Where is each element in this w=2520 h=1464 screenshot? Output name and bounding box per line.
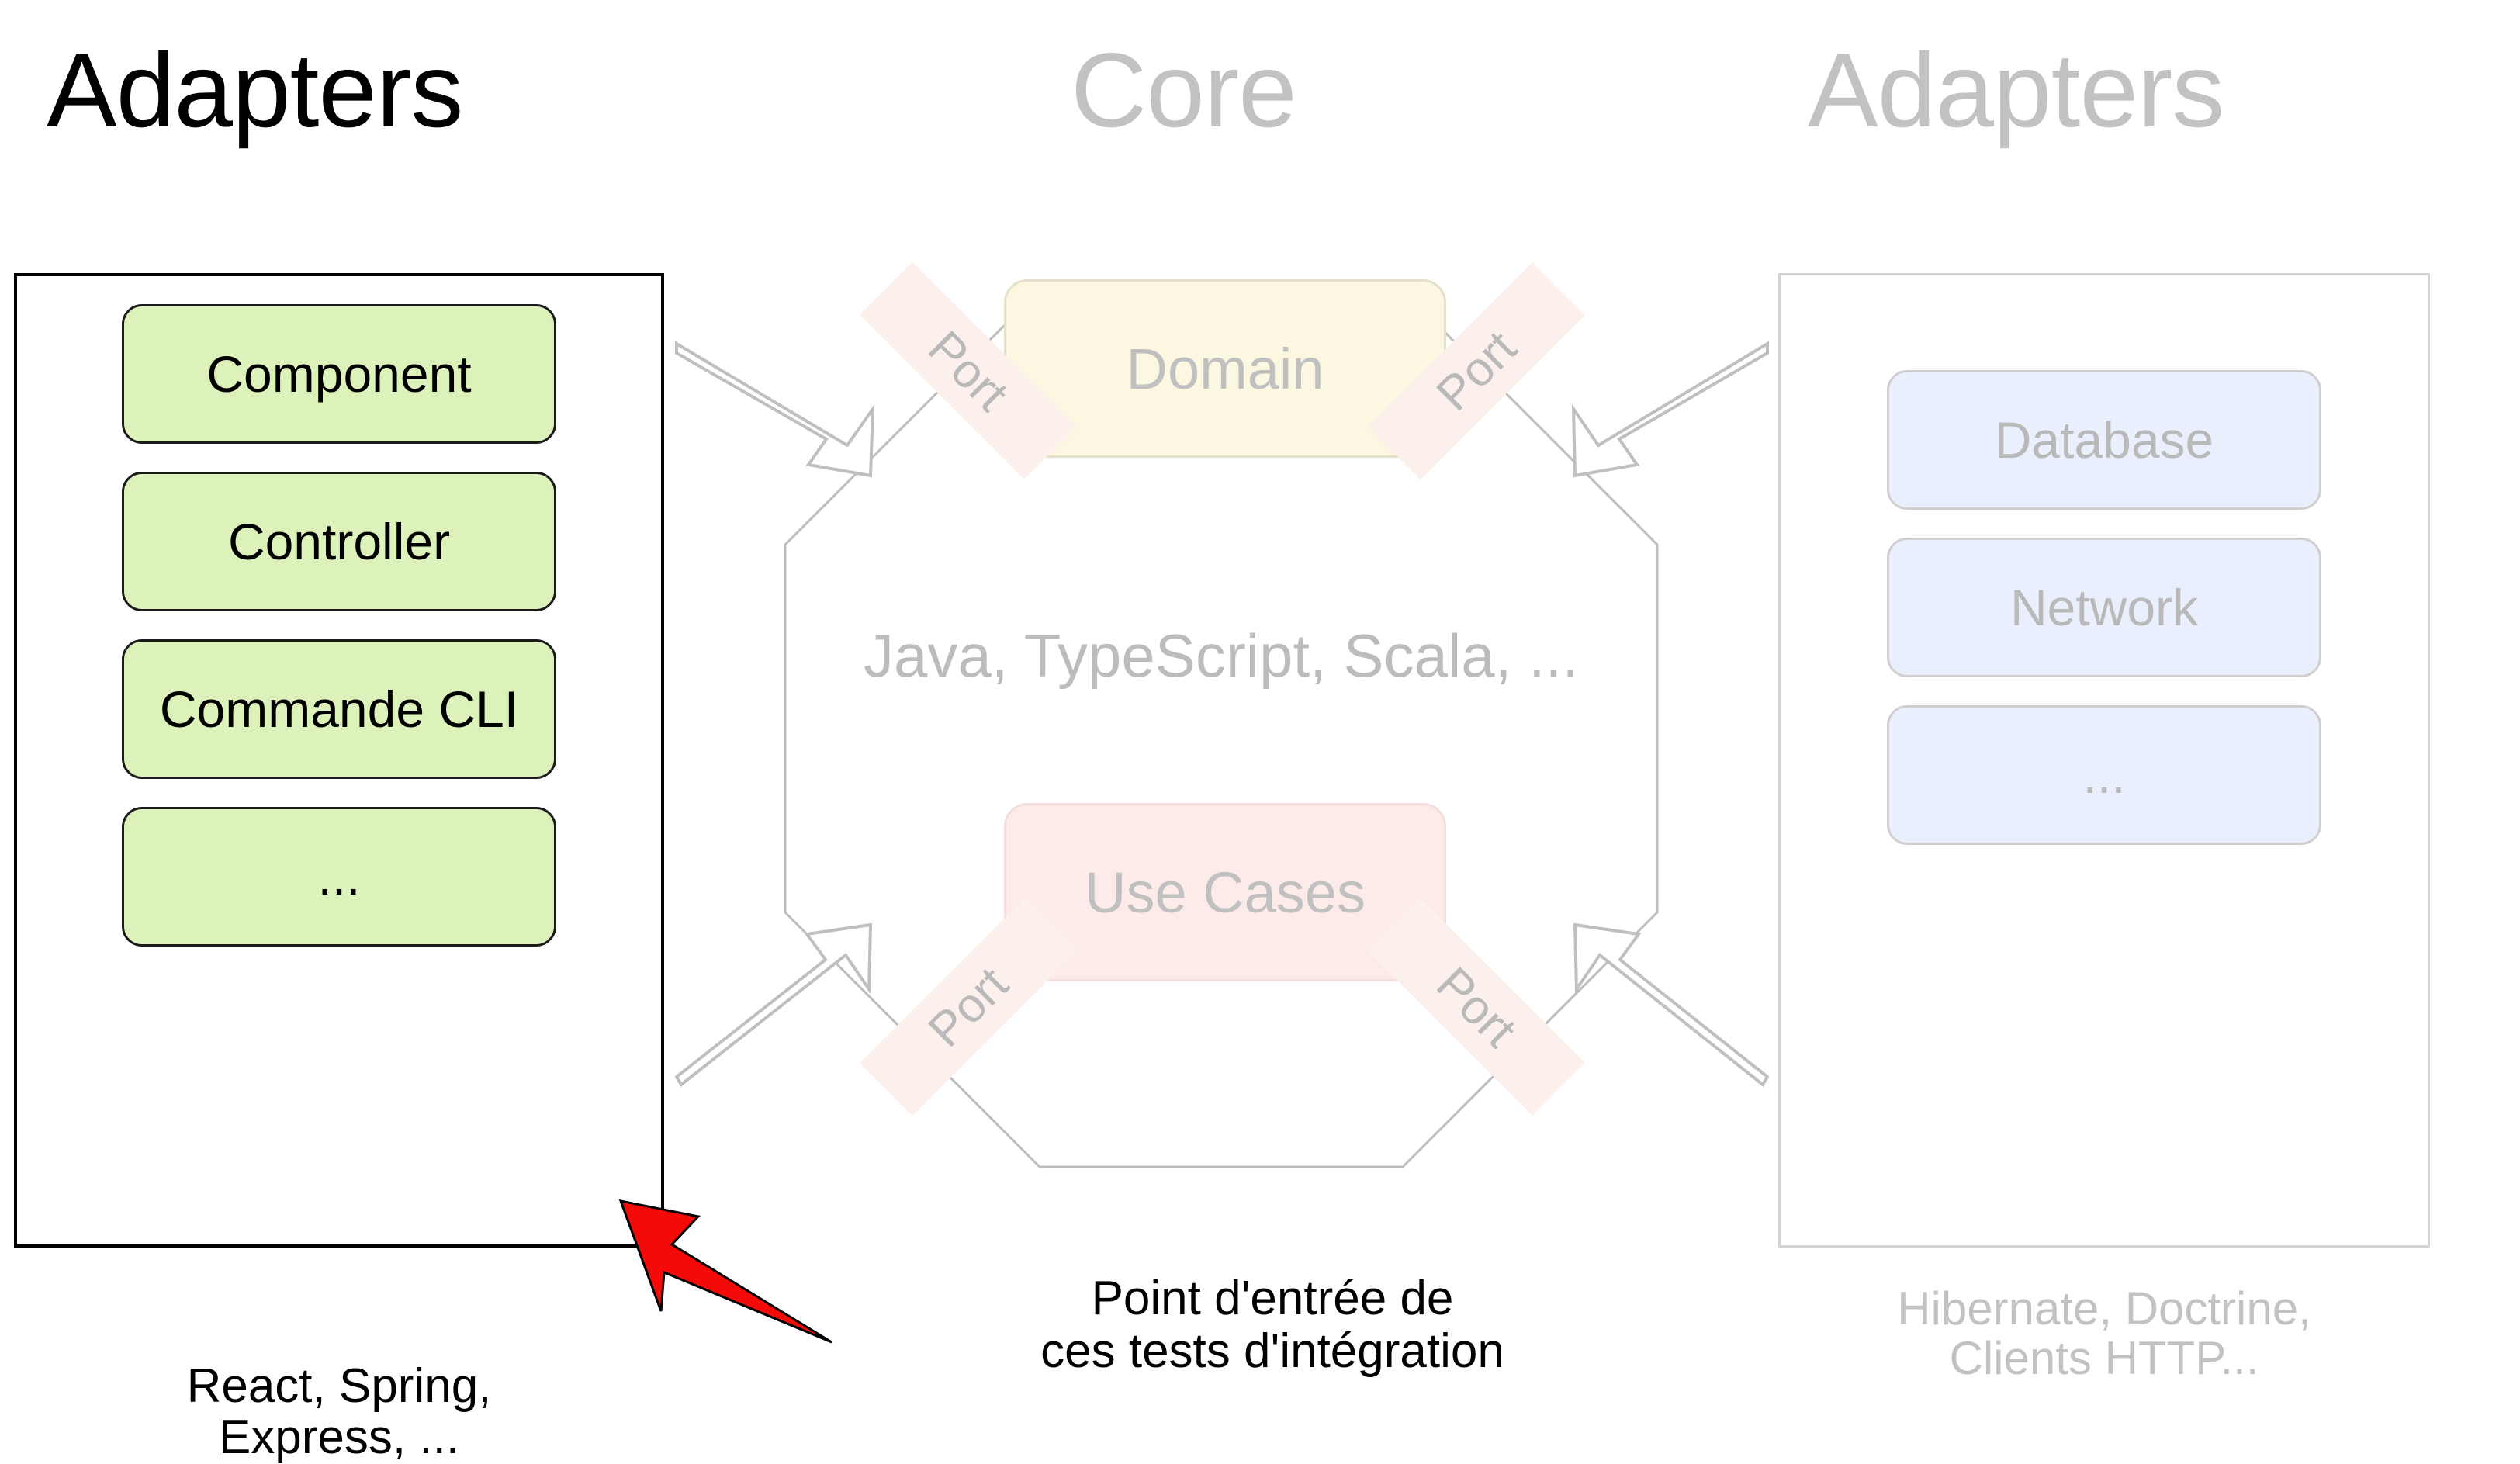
adapter-chip-commande-cli[interactable]: Commande CLI <box>122 639 556 779</box>
right-adapter-chip-list: Database Network ... <box>1781 342 2428 845</box>
title-adapters-right: Adapters <box>1808 31 2224 149</box>
adapter-chip-more[interactable]: ... <box>122 807 556 947</box>
adapter-chip-database[interactable]: Database <box>1887 370 2321 510</box>
left-adapters-panel: Component Controller Commande CLI ... Re… <box>14 273 664 1462</box>
core-languages-label: Java, TypeScript, Scala, ... <box>864 621 1579 690</box>
adapter-chip-network[interactable]: Network <box>1887 538 2321 677</box>
annotation-caption: Point d'entrée de ces tests d'intégratio… <box>1040 1272 1504 1379</box>
right-adapters-panel: Database Network ... Hibernate, Doctrine… <box>1778 273 2430 1383</box>
core-hexagonal-architecture: Domain Java, TypeScript, Scala, ... Use … <box>782 261 1660 1170</box>
title-adapters-left: Adapters <box>47 31 463 149</box>
adapter-chip-component[interactable]: Component <box>122 304 556 444</box>
left-adapter-chip-list: Component Controller Commande CLI ... <box>17 276 661 947</box>
left-adapters-note: React, Spring, Express, ... <box>186 1359 492 1464</box>
title-core: Core <box>1071 31 1297 149</box>
adapter-chip-controller[interactable]: Controller <box>122 472 556 611</box>
adapter-chip-more[interactable]: ... <box>1887 705 2321 845</box>
right-adapters-note: Hibernate, Doctrine, Clients HTTP... <box>1897 1282 2311 1384</box>
